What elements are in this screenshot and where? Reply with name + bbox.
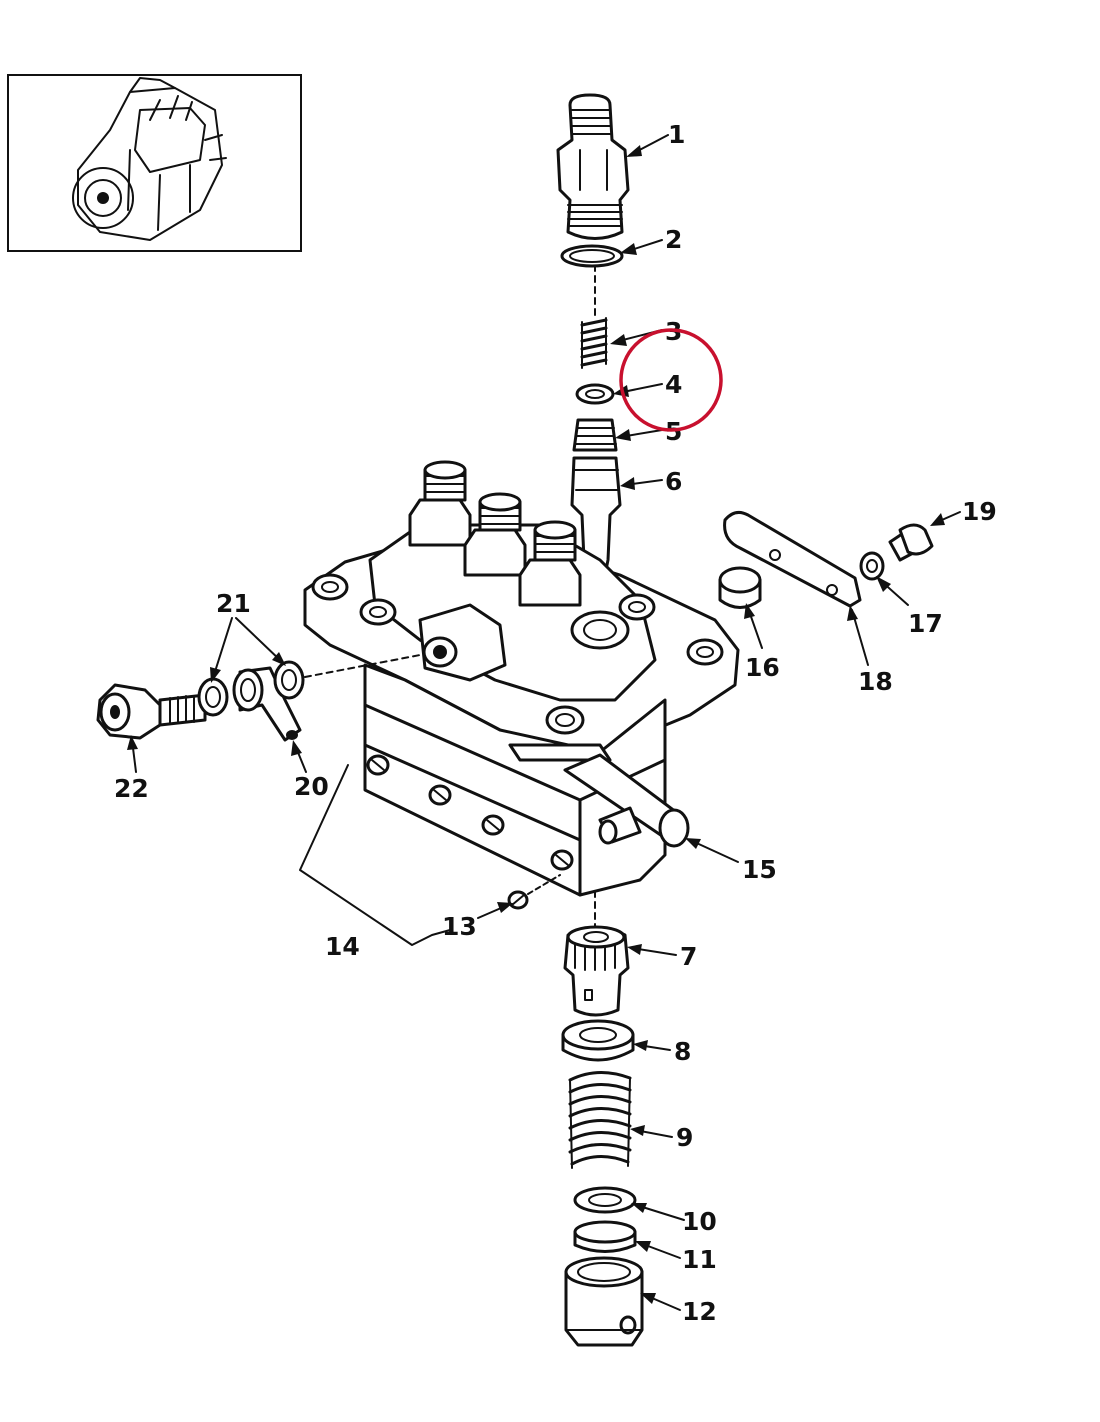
callout-15: 15: [742, 855, 777, 884]
callout-20: 20: [294, 772, 329, 801]
callout-13: 13: [442, 912, 477, 941]
part-16-plug: [718, 566, 762, 609]
pump-housing: [303, 523, 740, 897]
highlight-circle: [619, 328, 723, 432]
part-5-delivery-valve: [572, 418, 618, 452]
callout-18: 18: [858, 667, 893, 696]
callout-9: 9: [676, 1123, 693, 1152]
part-15-control-rack: [563, 753, 690, 848]
part-21-washer-right: [273, 660, 305, 700]
part-8-spring-seat: [561, 1019, 635, 1062]
callout-labels: 1 2 3 4 5 6 7 8 9 10 11 12 13 14 15 16 1…: [114, 120, 997, 1326]
part-17-lock-washer: [859, 551, 885, 581]
callout-22: 22: [114, 774, 149, 803]
callout-8: 8: [674, 1037, 691, 1066]
part-10-lower-spring-seat: [573, 1186, 637, 1214]
part-11-shim: [573, 1220, 637, 1253]
part-4-washer: [575, 383, 615, 405]
part-9-plunger-spring: [568, 1071, 632, 1169]
locator-inset: [7, 74, 302, 252]
callout-7: 7: [680, 942, 697, 971]
part-12-tappet: [564, 1256, 644, 1347]
callout-4: 4: [665, 370, 682, 399]
callout-11: 11: [682, 1245, 717, 1274]
callout-6: 6: [665, 467, 682, 496]
installed-valve-holders: [408, 460, 582, 607]
callout-2: 2: [665, 225, 682, 254]
part-18-plate: [723, 510, 862, 608]
callout-17: 17: [908, 609, 943, 638]
callout-10: 10: [682, 1207, 717, 1236]
part-22-banjo-bolt: [96, 683, 207, 740]
part-1-delivery-valve-holder: [556, 93, 630, 240]
part-19-screw: [888, 523, 934, 562]
callout-14: 14: [325, 932, 360, 961]
callout-12: 12: [682, 1297, 717, 1326]
part-13-screw: [507, 874, 561, 910]
callout-1: 1: [668, 120, 685, 149]
callout-19: 19: [962, 497, 997, 526]
engine-thumbnail-icon: [72, 77, 227, 241]
part-21-washer-left: [197, 677, 229, 717]
part-7-control-sleeve: [563, 925, 630, 1017]
part-20-banjo-fitting: [232, 666, 302, 742]
part-3-spring: [580, 317, 608, 369]
callout-16: 16: [745, 653, 780, 682]
callout-21: 21: [216, 589, 251, 618]
part-2-gasket: [560, 244, 624, 268]
